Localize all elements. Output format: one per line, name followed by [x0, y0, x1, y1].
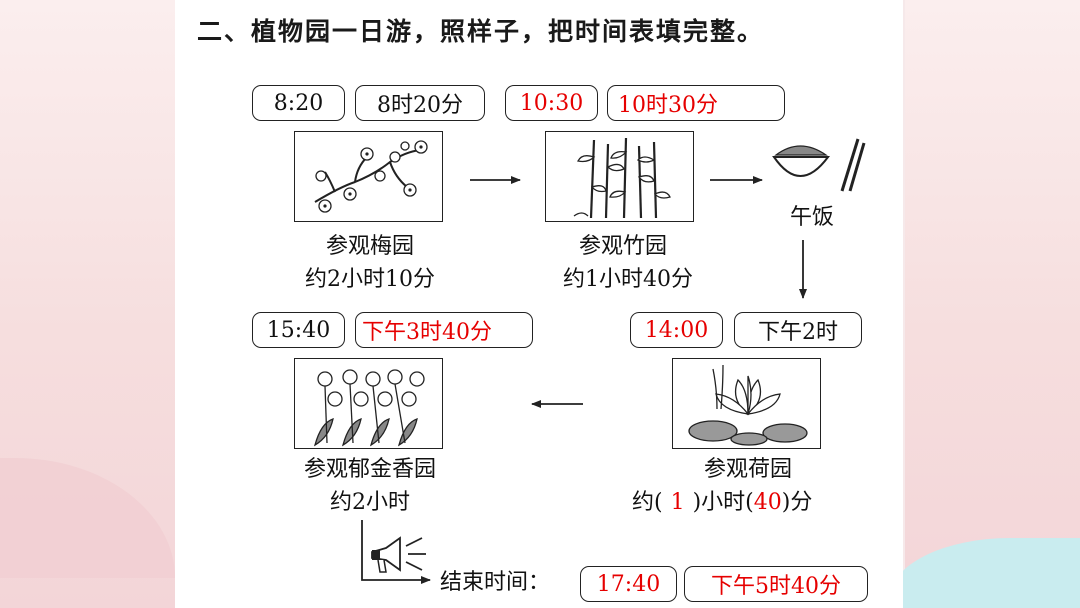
bamboo-icon — [573, 137, 671, 219]
tulip-picture — [294, 358, 443, 449]
question-title: 二、植物园一日游，照样子，把时间表填完整。 — [197, 17, 765, 46]
plum-blossom-picture — [294, 131, 443, 222]
background-right — [905, 0, 1080, 608]
lotus-garden-duration: 约( 1 )小时(40)分 — [632, 487, 872, 518]
answer-box-bamboo-chinese[interactable]: 10时30分 — [607, 85, 785, 121]
lotus-picture — [672, 358, 821, 449]
lotus-garden-name: 参观荷园 — [703, 457, 792, 482]
answer-box-end-digital[interactable]: 17:40 — [580, 566, 677, 602]
answer-box-tulip-chinese[interactable]: 下午3时40分 — [355, 312, 533, 348]
lotus-duration-mid: )小时( — [692, 490, 754, 515]
arrow-tulip-to-end — [361, 520, 431, 584]
time-box-plum-digital: 8:20 — [252, 85, 345, 121]
answer-lotus-minutes[interactable]: 40 — [753, 490, 782, 515]
time-box-tulip-digital: 15:40 — [252, 312, 345, 348]
rice-bowl-picture — [770, 133, 866, 195]
tulip-garden-duration: 约2小时 — [330, 490, 410, 515]
answer-box-lotus-digital[interactable]: 14:00 — [630, 312, 723, 348]
lunch-label: 午饭 — [790, 205, 835, 230]
bamboo-garden-duration: 约1小时40分 — [563, 267, 693, 292]
lotus-icon — [688, 364, 808, 446]
megaphone-picture — [368, 532, 440, 576]
lotus-duration-prefix: 约( — [632, 490, 663, 515]
plum-blossom-icon — [314, 140, 428, 213]
answer-box-end-chinese[interactable]: 下午5时40分 — [684, 566, 868, 602]
answer-box-bamboo-digital[interactable]: 10:30 — [505, 85, 598, 121]
answer-lotus-hours[interactable]: 1 — [670, 490, 685, 515]
plum-garden-duration: 约2小时10分 — [305, 267, 435, 292]
time-box-plum-chinese: 8时20分 — [355, 85, 485, 121]
bamboo-picture — [545, 131, 694, 222]
end-time-label: 结束时间： — [440, 570, 551, 595]
bamboo-garden-name: 参观竹园 — [578, 234, 667, 259]
time-box-lotus-chinese: 下午2时 — [734, 312, 862, 348]
rice-bowl-icon — [772, 138, 866, 192]
plum-garden-name: 参观梅园 — [325, 234, 414, 259]
lotus-duration-suffix: )分 — [781, 490, 813, 515]
tulip-garden-name: 参观郁金香园 — [303, 457, 436, 482]
tulip-icon — [313, 369, 425, 447]
megaphone-icon — [371, 536, 426, 573]
